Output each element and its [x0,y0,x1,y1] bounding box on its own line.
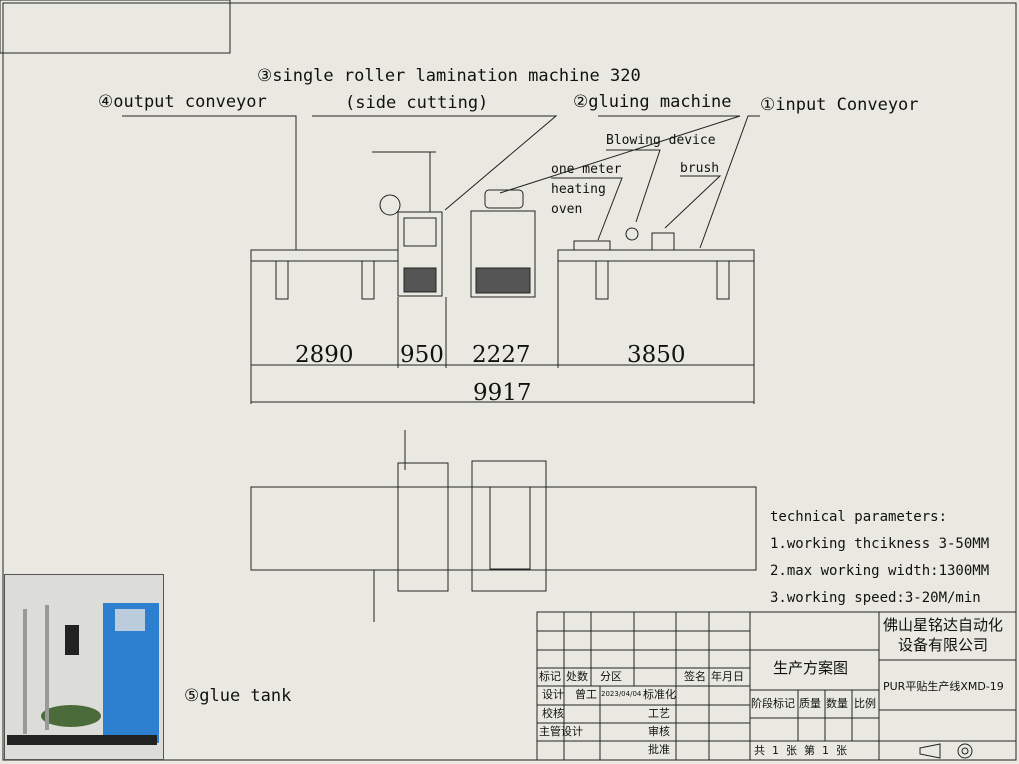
tb-date: 2023/04/04 [601,690,642,698]
label-lamination-sub: (side cutting) [345,93,489,113]
tb-zone: 分区 [600,670,622,683]
label-oven-1: one meter [551,162,622,177]
tb-stage: 阶段标记 [751,697,795,710]
tb-qty: 数量 [826,697,848,710]
tb-sign: 签名 [684,670,706,683]
projection-target-icon [957,743,973,759]
dim-lamination: 950 [400,342,444,368]
glue-tank-photo [4,574,164,760]
label-glue-tank: ⑤glue tank [184,686,292,706]
company-name-2: 设备有限公司 [898,636,989,654]
drawing-title: 生产方案图 [773,659,849,677]
company-name-1: 佛山星铭达自动化 [883,616,1004,634]
label-input-conveyor: ①input Conveyor [760,95,919,115]
tb-review: 审核 [648,725,670,738]
corner-box [0,0,231,54]
tb-standard: 标准化 [643,688,676,701]
tb-mass: 质量 [799,697,821,710]
param-item: 2.max working width:1300MM [770,563,990,579]
dim-gluing: 2227 [472,342,531,368]
tb-sheets: 共 1 张 第 1 张 [754,744,847,757]
title-block-grid [536,611,1017,761]
tb-scale: 比例 [854,697,876,710]
label-oven-3: oven [551,202,583,217]
param-item: 1.working thcikness 3-50MM [770,536,990,552]
leader-lines [122,115,760,250]
tb-designer: 曾工 [575,688,597,701]
tb-design: 设计 [542,688,564,701]
dim-input: 3850 [627,342,686,368]
tb-mark: 标记 [539,670,561,683]
dim-total: 9917 [473,380,532,406]
projection-cone-icon [919,743,941,759]
front-view [250,151,755,404]
dim-output: 2890 [295,342,354,368]
drawing-number: PUR平贴生产线XMD-19 [883,680,1004,693]
tb-date-header: 年月日 [711,670,744,683]
tb-approve: 批准 [648,743,670,756]
params-title: technical parameters: [770,509,948,525]
tb-process: 工艺 [648,707,670,720]
label-blowing-device: Blowing device [606,133,716,148]
tb-check: 校核 [542,707,564,720]
param-item: 3.working speed:3-20M/min [770,590,981,606]
top-view [250,430,757,622]
label-output-conveyor: ④output conveyor [98,92,267,112]
tb-count: 处数 [566,670,588,683]
tb-chief: 主管设计 [539,725,583,738]
label-gluing-machine: ②gluing machine [573,92,732,112]
label-brush: brush [680,161,720,176]
label-lamination-machine: ③single roller lamination machine 320 [257,66,641,86]
label-oven-2: heating [551,182,606,197]
